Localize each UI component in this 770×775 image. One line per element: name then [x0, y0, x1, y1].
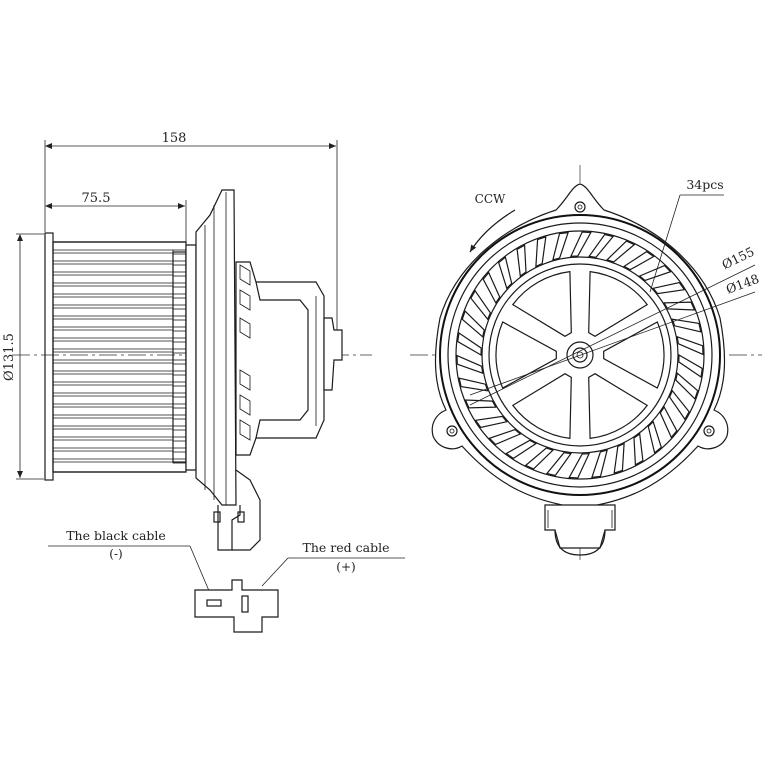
hub-window: [511, 373, 572, 440]
fan-blade: [456, 354, 484, 375]
fan-blade: [545, 452, 572, 477]
dim-fan-length: 75.5: [82, 191, 111, 206]
mount-hole-top: [574, 201, 586, 213]
fan-blade: [516, 244, 527, 278]
fan-blade: [605, 240, 636, 263]
fan-blade: [524, 447, 555, 470]
dim-overall-length: 158: [162, 131, 187, 146]
fan-blade: [464, 399, 497, 409]
outer-diameter-label: Ø155: [719, 244, 756, 272]
fan-blade: [505, 439, 538, 460]
side-view: 158 75.5 Ø131.5: [2, 131, 372, 551]
fan-blade-slats: [53, 249, 187, 464]
fan-blade: [678, 353, 703, 379]
connector-pin-negative: [206, 599, 222, 607]
fan-blade: [633, 432, 644, 466]
hub-window: [588, 270, 649, 337]
fan-blade: [552, 231, 569, 261]
fan-blade: [457, 331, 482, 357]
black-cable-label: The black cable: [66, 528, 166, 543]
hub-window: [603, 321, 665, 389]
fan-blade: [588, 233, 615, 258]
front-connector-tab: [544, 504, 616, 549]
front-view: CCW 34pcs Ø155 Ø148: [410, 165, 762, 560]
red-cable-label: The red cable: [303, 540, 390, 555]
fan-blade: [668, 389, 690, 421]
fan-blades-34pcs: [456, 231, 704, 479]
fan-blade: [659, 405, 678, 439]
fan-blade: [470, 289, 492, 321]
hub-window: [495, 321, 557, 389]
hub-spokes: [495, 270, 665, 440]
fan-blade: [675, 372, 699, 400]
mount-hole-left: [446, 425, 458, 437]
fan-blade: [461, 310, 485, 338]
fan-blade: [676, 335, 704, 356]
fan-blade: [591, 449, 608, 479]
dim-fan-diameter: Ø131.5: [2, 333, 17, 381]
black-cable-polarity: (-): [109, 547, 122, 561]
hub-window: [588, 373, 649, 440]
fan-blade: [613, 442, 625, 474]
rotation-label: CCW: [475, 192, 506, 206]
fan-blade: [482, 271, 501, 305]
fan-blade: [458, 377, 489, 392]
fan-blade: [638, 264, 672, 282]
fan-blade: [671, 318, 702, 333]
hub-window: [511, 270, 572, 337]
mount-hole-right: [703, 425, 715, 437]
inner-diameter-label: Ø148: [724, 271, 761, 297]
motor-fins: [239, 264, 251, 441]
connector-view: The black cable (-) The red cable (+): [48, 528, 405, 633]
fan-blade: [474, 415, 508, 429]
fan-blade: [569, 231, 592, 258]
connector-pin-positive: [241, 595, 249, 613]
fan-blade: [498, 256, 513, 290]
fan-blade: [663, 301, 696, 311]
fan-blade: [622, 250, 655, 271]
fan-blade: [488, 428, 522, 446]
fan-blade: [535, 236, 547, 268]
red-cable-polarity: (+): [336, 560, 355, 574]
connector-housing: [194, 579, 279, 633]
fan-blade: [647, 420, 662, 454]
blade-count-label: 34pcs: [686, 177, 723, 192]
fan-blade: [652, 281, 686, 295]
fan-blade: [568, 452, 591, 479]
